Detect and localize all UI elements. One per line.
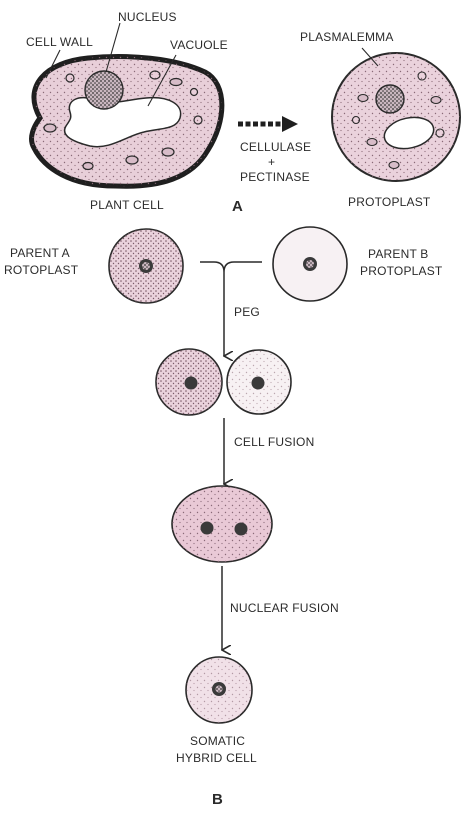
parent-a-protoplast bbox=[109, 229, 183, 303]
label-somatic-line1: SOMATIC bbox=[190, 734, 245, 748]
label-plus: + bbox=[268, 155, 275, 169]
panel-letter-b: B bbox=[212, 791, 223, 808]
label-somatic-line2: HYBRID CELL bbox=[176, 751, 257, 765]
label-peg: PEG bbox=[234, 305, 260, 319]
label-parent-b-line1: PARENT B bbox=[368, 247, 429, 261]
protoplast-nucleus bbox=[376, 85, 404, 113]
label-plant-cell: PLANT CELL bbox=[90, 198, 164, 212]
label-protoplast: PROTOPLAST bbox=[348, 195, 431, 209]
label-parent-a-line1: PARENT A bbox=[10, 246, 70, 260]
panel-letter-a: A bbox=[232, 198, 243, 215]
label-nucleus: NUCLEUS bbox=[118, 10, 177, 24]
label-vacuole: VACUOLE bbox=[170, 38, 228, 52]
protoplast-a bbox=[332, 53, 460, 181]
label-cell-fusion: CELL FUSION bbox=[234, 435, 314, 449]
plant-cell bbox=[32, 57, 222, 187]
label-cellulase: CELLULASE bbox=[240, 140, 311, 154]
label-plasmalemma: PLASMALEMMA bbox=[300, 30, 394, 44]
label-pectinase: PECTINASE bbox=[240, 170, 310, 184]
fusing-protoplasts bbox=[156, 349, 291, 415]
label-parent-a-line2: ROTOPLAST bbox=[4, 263, 79, 277]
parent-b-protoplast bbox=[273, 227, 347, 301]
plant-nucleus bbox=[85, 71, 123, 109]
enzyme-arrow bbox=[238, 116, 298, 132]
label-nuclear-fusion: NUCLEAR FUSION bbox=[230, 601, 339, 615]
label-parent-b-line2: PROTOPLAST bbox=[360, 264, 443, 278]
label-cell-wall: CELL WALL bbox=[26, 35, 93, 49]
somatic-hybrid-cell bbox=[186, 657, 252, 723]
heterokaryon-cell bbox=[172, 486, 272, 562]
